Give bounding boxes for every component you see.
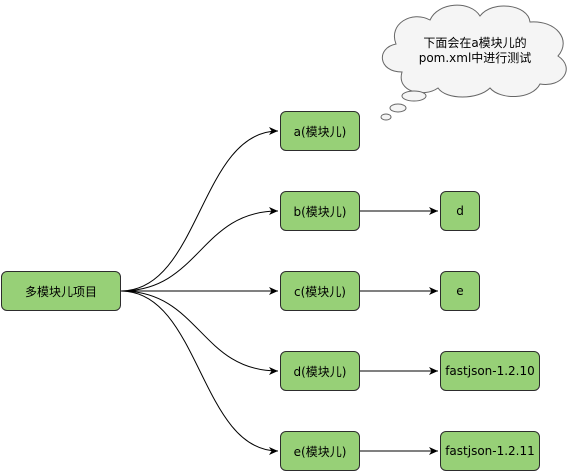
cloud-note-line-1: 下面会在a模块儿的 xyxy=(423,36,527,50)
cloud-shape xyxy=(381,4,567,98)
module-node-d[interactable]: d(模块儿) xyxy=(280,351,360,391)
module-node-a[interactable]: a(模块儿) xyxy=(280,111,360,151)
edge-root-to-d xyxy=(120,290,279,375)
edge-root-to-e xyxy=(120,290,279,455)
edge-root-to-a xyxy=(120,127,279,292)
dependency-node-d[interactable]: fastjson-1.2.10 xyxy=(440,351,540,391)
module-node-e[interactable]: e(模块儿) xyxy=(280,431,360,471)
dependency-node-e[interactable]: fastjson-1.2.11 xyxy=(440,431,540,471)
thought-cloud xyxy=(380,4,567,121)
thought-bubble-large xyxy=(401,90,427,102)
dependency-node-b[interactable]: d xyxy=(440,191,480,231)
cloud-note-line-2: pom.xml中进行测试 xyxy=(418,51,532,65)
thought-bubble-small xyxy=(380,113,392,121)
thought-bubble-medium xyxy=(389,103,407,113)
cloud-note: 下面会在a模块儿的 pom.xml中进行测试 xyxy=(400,36,550,66)
module-node-c[interactable]: c(模块儿) xyxy=(280,271,360,311)
root-node-project[interactable]: 多模块儿项目 xyxy=(1,271,121,311)
module-node-b[interactable]: b(模块儿) xyxy=(280,191,360,231)
dependency-node-c[interactable]: e xyxy=(440,271,480,311)
edge-root-to-b xyxy=(120,207,279,292)
